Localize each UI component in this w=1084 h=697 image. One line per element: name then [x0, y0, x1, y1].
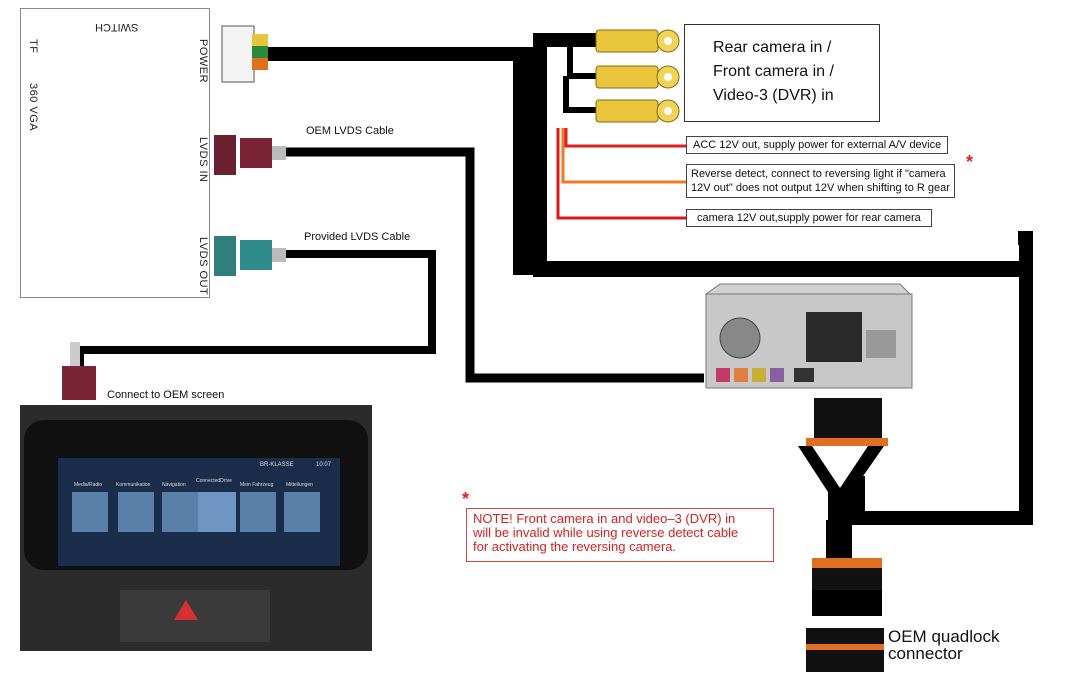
camera-line-1: Rear camera in /: [713, 39, 832, 56]
reverse-text-1: Reverse detect, connect to reversing lig…: [691, 168, 946, 180]
reverse-wire: [561, 128, 686, 184]
lvds-in-label: LVDS IN: [197, 137, 209, 183]
quadlock-line-2: connector: [888, 644, 963, 663]
head-unit: [704, 283, 913, 389]
provided-lvds-cable-label: Provided LVDS Cable: [304, 231, 411, 243]
screen-menu-5: Mitteilungen: [286, 482, 313, 488]
note-line-2: will be invalid while using reverse dete…: [473, 525, 739, 540]
tf-label: TF: [27, 39, 39, 54]
note-line-3: for activating the reversing camera.: [473, 539, 677, 554]
screen-menu-3: ConnectedDrive: [196, 478, 232, 484]
camera-line-2: Front camera in /: [713, 63, 834, 80]
rca-connectors: [595, 29, 680, 123]
oem-lvds-cable-label: OEM LVDS Cable: [306, 125, 394, 137]
power-connector: [221, 25, 268, 83]
note-box: NOTE! Front camera in and video–3 (DVR) …: [466, 508, 774, 562]
acc-text: ACC 12V out, supply power for external A…: [693, 139, 942, 151]
vga-label: 360 VGA: [27, 83, 39, 132]
screen-menu-1: Kommunikation: [116, 482, 151, 488]
lvds-in-connector: [214, 135, 286, 175]
power-label: POWER: [197, 39, 209, 84]
lvds-out-label: LVDS OUT: [197, 237, 209, 296]
connect-oem-screen-label: Connect to OEM screen: [107, 389, 225, 401]
screen-connector: [62, 342, 96, 400]
vga-module: SWITCH TF 360 VGA POWER LVDS IN LVDS OUT: [20, 8, 210, 298]
rca-lead-2: [567, 42, 598, 79]
camera12v-wire: [556, 128, 686, 220]
screen-menu-0: Media/Radio: [74, 482, 103, 488]
harness-to-quadlock: [851, 231, 1033, 525]
reverse-label: Reverse detect, connect to reversing lig…: [686, 164, 955, 198]
acc-label: ACC 12V out, supply power for external A…: [686, 136, 949, 154]
car-screen-photo: [20, 405, 372, 651]
acc-wire: [564, 128, 686, 148]
reverse-star: *: [966, 152, 974, 172]
camera12v-label: camera 12V out,supply power for rear cam…: [686, 209, 932, 227]
camera12v-text: camera 12V out,supply power for rear cam…: [697, 212, 921, 224]
rca-lead-3: [563, 76, 598, 113]
note-line-1: NOTE! Front camera in and video–3 (DVR) …: [473, 511, 736, 526]
note-star: *: [462, 489, 470, 509]
screen-brand: BR-KLASSE: [260, 462, 294, 468]
screen-time: 10:07: [316, 462, 332, 468]
quadlock-line-1: OEM quadlock: [888, 627, 1000, 646]
quadlock-harness: [798, 398, 888, 672]
lvds-out-connector: [214, 236, 286, 276]
harness-main-trunk: [513, 52, 1030, 275]
switch-label: SWITCH: [95, 21, 139, 33]
oem-lvds-cable: [286, 147, 704, 383]
screen-menu-4: Mein Fahrzeug: [240, 482, 274, 488]
camera-input-box: Rear camera in / Front camera in / Video…: [684, 24, 880, 122]
screen-menu-2: Navigation: [162, 482, 186, 488]
quadlock-label: OEM quadlock connector: [888, 628, 1000, 662]
camera-line-3: Video-3 (DVR) in: [713, 87, 834, 104]
reverse-text-2: 12V out" does not output 12V when shifti…: [691, 182, 950, 194]
